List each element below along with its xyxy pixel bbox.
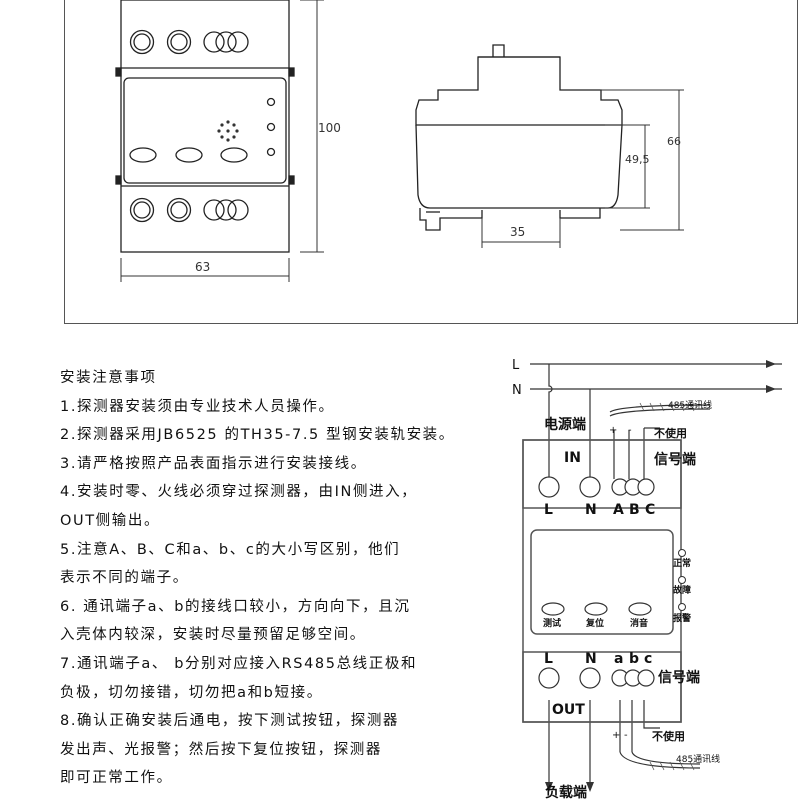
terminal-N-out: [579, 667, 601, 689]
side-view: [415, 44, 623, 231]
status-alarm-label: 报警: [673, 612, 691, 624]
reset-button: [584, 602, 608, 616]
comm-wire-top-label: 485通讯线: [668, 399, 712, 411]
terminal-bottom-3: [203, 199, 225, 221]
load-terminal-label: 负载端: [545, 784, 587, 800]
minus-label-top: -: [628, 425, 632, 436]
mute-button-label: 消音: [630, 617, 648, 629]
power-terminal-label: 电源端: [544, 416, 586, 433]
terminal-N-in: [579, 476, 601, 498]
comm-wire-bottom-label: 485通讯线: [676, 753, 720, 765]
terminal-label-N: N: [585, 502, 597, 518]
notes-title: 安装注意事项: [60, 370, 157, 386]
note-line: 即可正常工作。: [60, 770, 173, 787]
installation-notes: 安装注意事项 1.探测器安装须由专业技术人员操作。 2.探测器采用JB6525 …: [60, 364, 520, 793]
front-view-display: [123, 77, 287, 184]
plus-label-bottom: +: [612, 730, 620, 741]
rail-dimension-label: 35: [510, 225, 525, 239]
terminal-label-N-out: N: [585, 651, 597, 667]
status-normal-label: 正常: [673, 557, 691, 569]
reset-button-label: 复位: [585, 617, 604, 629]
mute-button: [628, 602, 652, 616]
front-view-body: [120, 0, 290, 253]
terminal-label-c: c: [644, 651, 652, 667]
terminal-label-A: A: [613, 502, 624, 518]
note-line: 6. 通讯端子a、b的接线口较小，方向向下，且沉: [60, 598, 411, 615]
out-label: OUT: [552, 702, 585, 718]
terminal-c: [637, 669, 655, 687]
width-dimension-label: 63: [195, 260, 210, 274]
live-line-label: L: [512, 358, 520, 373]
note-line: 7.通讯端子a、 b分别对应接入RS485总线正极和: [60, 655, 418, 672]
note-line: 负极，切勿接错，切勿把a和b短接。: [60, 684, 323, 701]
fault-led: [678, 576, 686, 584]
dimension-drawing: 100 63 35 49,5 66: [115, 0, 684, 282]
alarm-led: [678, 603, 686, 611]
wiring-diagram: L N 电源端 485通讯线 + - 不使用 IN 信号端 L N A B C …: [512, 358, 782, 800]
terminal-label-L: L: [544, 502, 553, 518]
terminal-label-b: b: [629, 651, 639, 667]
terminal-top-1: [129, 29, 155, 55]
buzzer-holes: [217, 120, 239, 142]
side-height-dimension-label: 66: [667, 135, 681, 148]
signal-terminal-bottom-label: 信号端: [658, 669, 700, 686]
note-line: 4.安装时零、火线必须穿过探测器，由IN侧进入，: [60, 484, 418, 501]
note-line: OUT侧输出。: [60, 512, 161, 529]
mid-height-dimension-label: 49,5: [625, 153, 650, 166]
minus-label-bottom: -: [624, 730, 628, 741]
note-line: 入壳体内较深，安装时尽量预留足够空间。: [60, 627, 366, 644]
note-line: 5.注意A、B、C和a、b、c的大小写区别，他们: [60, 541, 401, 558]
test-button-label: 测试: [543, 617, 561, 629]
terminal-bottom-2: [166, 197, 192, 223]
terminal-L-out: [538, 667, 560, 689]
note-line: 表示不同的端子。: [60, 570, 189, 587]
unused-label-bottom: 不使用: [652, 729, 685, 743]
height-dimension-label: 100: [318, 121, 341, 135]
device-display-panel: [530, 529, 674, 635]
normal-led: [678, 549, 686, 557]
status-fault-label: 故障: [673, 584, 691, 596]
unused-label-top: 不使用: [654, 426, 687, 440]
note-line: 2.探测器采用JB6525 的TH35-7.5 型钢安装轨安装。: [60, 427, 455, 444]
note-line: 8.确认正确安装后通电，按下测试按钮，探测器: [60, 713, 400, 730]
terminal-top-2: [166, 29, 192, 55]
note-line: 1.探测器安装须由专业技术人员操作。: [60, 398, 335, 415]
signal-terminal-top-label: 信号端: [654, 451, 696, 468]
terminal-bottom-1: [129, 197, 155, 223]
terminal-label-L-out: L: [544, 651, 553, 667]
note-line: 3.请严格按照产品表面指示进行安装接线。: [60, 455, 367, 472]
terminal-top-3: [203, 31, 225, 53]
plus-label-top: +: [609, 425, 617, 436]
terminal-label-B: B: [629, 502, 640, 518]
terminal-label-C: C: [645, 502, 655, 518]
neutral-line-label: N: [512, 383, 522, 398]
terminal-C: [637, 478, 655, 496]
note-line: 发出声、光报警；然后按下复位按钮，探测器: [60, 741, 382, 758]
terminal-label-a: a: [614, 651, 623, 667]
in-label: IN: [564, 450, 581, 466]
test-button: [541, 602, 565, 616]
terminal-L-in: [538, 476, 560, 498]
dimension-drawing-frame: [64, 0, 798, 324]
